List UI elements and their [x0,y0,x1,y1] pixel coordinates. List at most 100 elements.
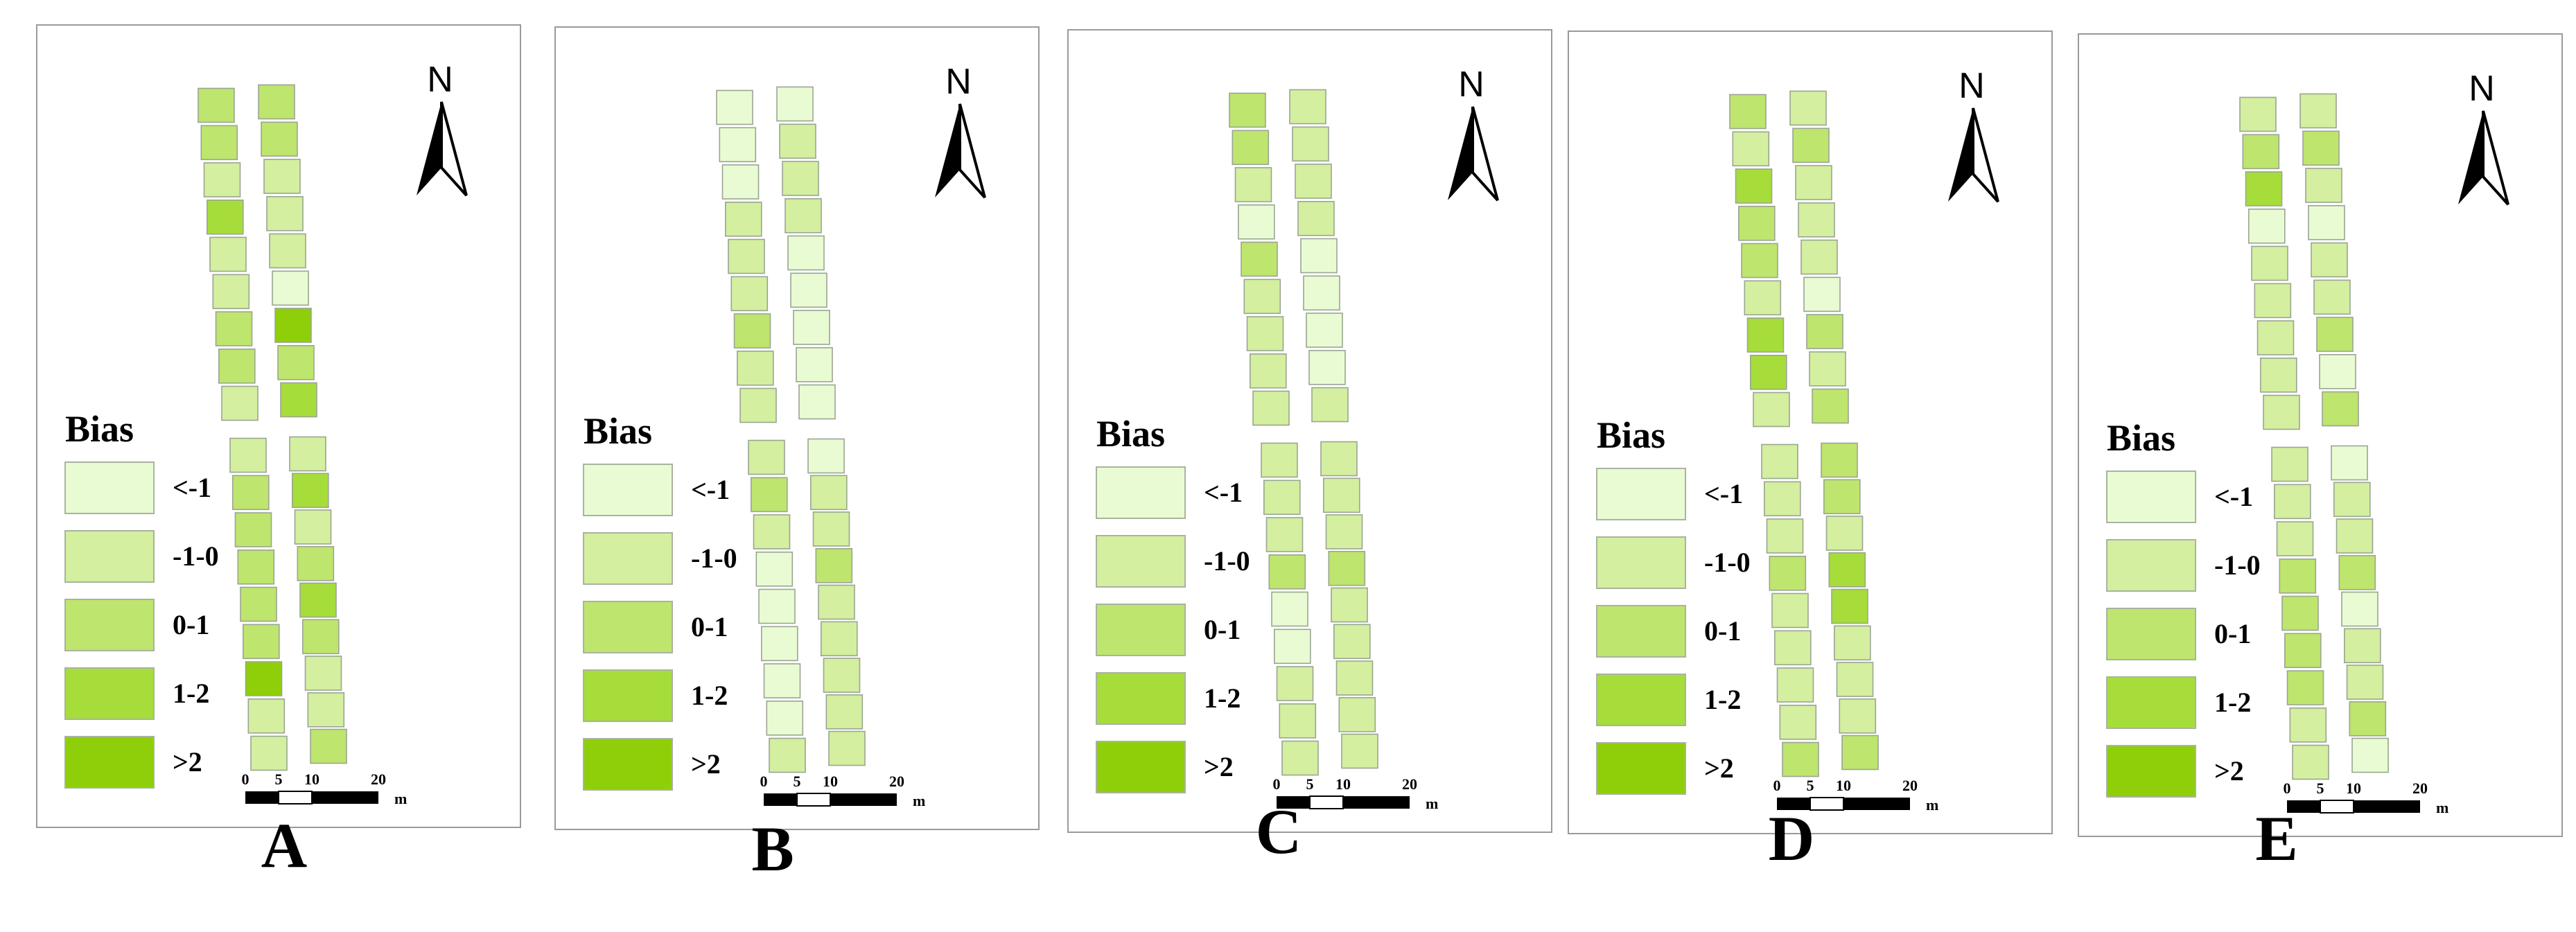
legend-label-4: 1-2 [1204,683,1241,714]
plot-cell-upper-right-1 [258,84,295,120]
plot-cell-lower-right-3 [2336,518,2374,554]
legend-swatch-2 [583,532,673,585]
plot-cell-upper-right-6 [2313,279,2351,315]
legend-title: Bias [65,408,134,450]
legend-label-2: -1-0 [1204,545,1250,577]
legend-label-3: 0-1 [1704,615,1741,647]
legend-label-2: -1-0 [173,540,219,572]
legend-title: Bias [1096,413,1165,455]
plot-cell-lower-right-4 [1328,550,1366,586]
plot-cell-upper-right-4 [785,198,822,234]
plot-strips [198,84,347,771]
north-arrow-icon [417,101,468,197]
plot-cell-upper-right-9 [2322,391,2359,427]
plot-cell-upper-left-2 [200,125,238,161]
plot-cell-upper-left-4 [725,202,762,237]
plot-cell-upper-left-4 [2248,209,2286,244]
plot-cell-upper-left-2 [719,127,757,163]
legend-swatch-5 [583,738,673,791]
plot-cell-upper-right-8 [1308,349,1346,385]
legend-swatch-2 [1096,535,1186,588]
scale-tick-0: 0 [760,773,768,790]
plot-cell-lower-left-5 [1771,592,1809,628]
plot-cell-lower-right-4 [297,545,335,581]
plot-cell-lower-right-9 [1841,735,1879,771]
plot-cell-upper-left-1 [1729,94,1767,130]
plot-cell-upper-left-5 [209,236,247,272]
scale-tick-10: 10 [304,771,319,788]
scale-tick-20: 20 [1402,775,1417,793]
plot-cell-upper-right-6 [1803,276,1841,313]
plot-cell-lower-right-7 [1335,660,1374,696]
legend-swatch-3 [1096,604,1186,656]
plot-cell-lower-left-8 [247,698,286,734]
plot-cell-upper-right-2 [261,121,298,157]
legend-label-4: 1-2 [1704,684,1741,715]
legend-swatch-4 [583,669,673,722]
plot-cell-upper-right-4 [266,196,304,231]
plot-cell-lower-left-5 [1271,591,1308,627]
scale-tick-0: 0 [242,771,249,788]
legend-label-5: >2 [2214,755,2244,786]
plot-cell-upper-left-1 [1229,92,1266,128]
plot-cell-upper-left-2 [2242,134,2280,170]
scale-tick-10: 10 [1836,777,1851,794]
north-label: N [427,60,453,100]
scale-tick-20: 20 [889,773,904,790]
plot-cell-upper-right-3 [2305,168,2342,203]
plot-cell-lower-right-5 [299,582,337,618]
legend-label-1: <-1 [691,474,730,505]
plot-cell-upper-left-7 [2257,320,2295,355]
scale-tick-10: 10 [823,773,838,790]
plot-cell-lower-right-4 [1828,552,1866,588]
legend-swatch-3 [64,599,155,651]
legend-swatch-4 [1596,674,1686,726]
plot-cell-upper-right-1 [2299,93,2337,129]
plot-cell-lower-left-2 [750,477,788,513]
scale-bar [2287,800,2420,814]
plot-cell-lower-left-5 [758,588,796,624]
scale-unit: m [913,792,925,809]
scale-bar [764,793,897,807]
legend-label-4: 1-2 [2214,687,2251,718]
plot-cell-lower-left-3 [753,514,791,549]
plot-cell-lower-right-4 [815,547,853,583]
scale-tick-5: 5 [794,773,801,790]
plot-cell-upper-right-4 [1297,201,1335,236]
scale-bar [245,791,378,804]
plot-cell-upper-left-4 [1738,206,1776,241]
plot-cell-lower-left-1 [2271,446,2308,482]
north-arrow-icon [1448,106,1499,202]
legend-title: Bias [2107,417,2175,459]
plot-cell-lower-right-8 [825,694,864,730]
legend-swatch-4 [2106,676,2196,729]
plot-cell-lower-left-9 [1782,741,1819,777]
plot-cell-upper-right-7 [1306,313,1343,348]
plot-cell-lower-right-6 [820,621,858,657]
legend-label-3: 0-1 [2214,618,2251,649]
plot-cell-upper-left-5 [1741,243,1778,279]
plot-cell-lower-right-2 [809,475,848,511]
plot-cell-lower-left-9 [2292,744,2329,780]
plot-cell-lower-right-1 [289,436,326,472]
plot-cell-lower-left-1 [229,437,267,473]
plot-cell-upper-left-1 [198,87,235,123]
legend-label-4: 1-2 [173,678,209,709]
plot-strips [1229,89,1378,776]
plot-cell-lower-right-9 [2351,737,2389,773]
plot-cell-lower-right-1 [1320,441,1358,477]
plot-cell-upper-left-2 [1232,130,1270,166]
legend-label-1: <-1 [173,472,211,503]
plot-cell-lower-left-7 [245,661,283,696]
plot-cell-lower-left-3 [1766,518,1804,554]
plot-cell-lower-left-7 [1776,667,1814,703]
plot-cell-lower-left-7 [763,663,801,698]
plot-cell-upper-left-6 [1744,280,1782,316]
plot-cell-upper-left-5 [2251,245,2288,281]
plot-cell-lower-right-9 [828,730,866,766]
panel-letter-d: D [1768,803,1815,874]
legend-swatch-3 [583,601,673,653]
